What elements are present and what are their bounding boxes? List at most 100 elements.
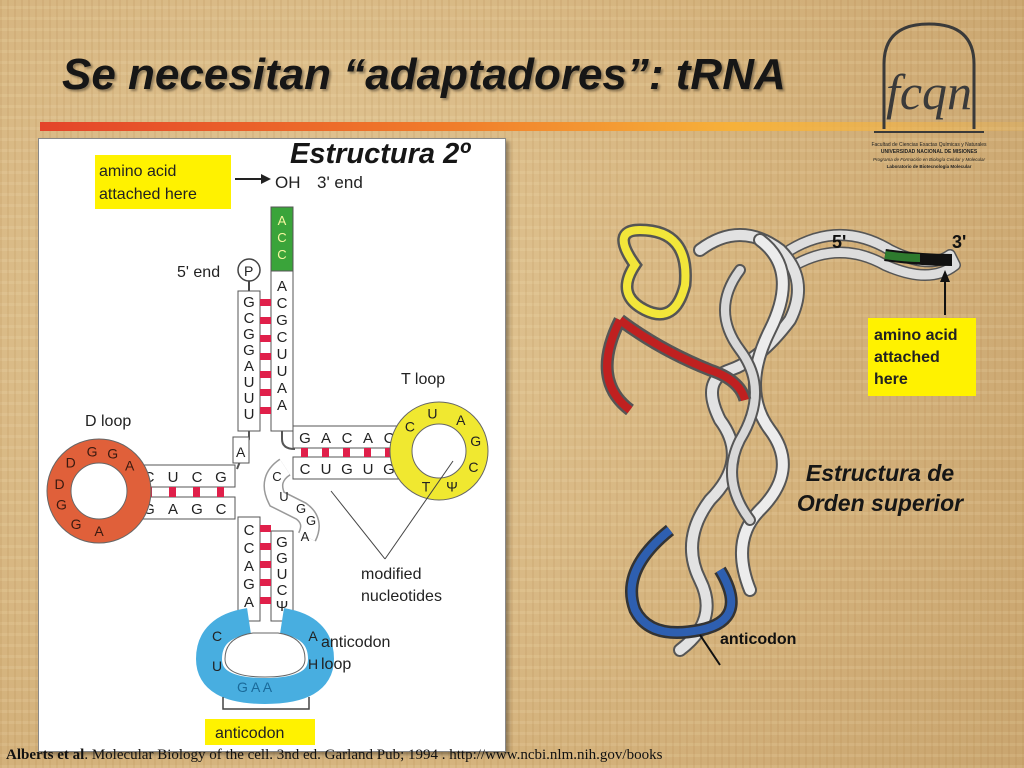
nucleotide: A bbox=[168, 501, 178, 518]
logo-line-1: Facultad de Ciencias Exactas Químicas y … bbox=[871, 142, 987, 148]
nucleotide: G bbox=[306, 513, 316, 528]
base-pair bbox=[322, 448, 329, 457]
nucleotide: Ψ bbox=[446, 479, 458, 495]
nucleotide: U bbox=[279, 489, 288, 504]
nucleotide: U bbox=[321, 461, 332, 478]
nucleotide: C bbox=[277, 247, 286, 262]
ribbon-backbone bbox=[673, 228, 961, 657]
nucleotide: C bbox=[277, 582, 288, 599]
modified-line-right bbox=[384, 460, 454, 560]
nucleotide: U bbox=[277, 346, 288, 363]
nucleotide: A bbox=[321, 430, 331, 447]
nucleotide: T bbox=[422, 479, 431, 495]
secondary-structure-heading: Estructura 2º bbox=[290, 138, 470, 170]
nucleotide: G bbox=[299, 430, 311, 447]
oh-label: OH bbox=[275, 173, 301, 192]
citation: Alberts et al. Molecular Biology of the … bbox=[6, 747, 662, 764]
nucleotide: C bbox=[277, 230, 286, 245]
nucleotide: G bbox=[276, 312, 288, 329]
nucleotide: A bbox=[244, 594, 254, 611]
anticodon-loop-label-line-1: anticodon bbox=[321, 634, 390, 651]
nucleotide: C bbox=[216, 501, 227, 518]
nucleotide: A bbox=[277, 380, 287, 397]
citation-author: Alberts et al bbox=[6, 747, 85, 763]
nucleotide: C bbox=[272, 469, 281, 484]
anticodon-label-box bbox=[205, 719, 315, 745]
base-pair bbox=[260, 543, 271, 550]
higher-order-heading-line-2: Orden superior bbox=[796, 490, 964, 516]
nucleotide: A bbox=[301, 529, 310, 544]
nucleotide: G bbox=[383, 461, 395, 478]
three-prime-end-label: 3' end bbox=[317, 173, 363, 192]
nucleotide: A bbox=[125, 457, 135, 473]
nucleotide: G bbox=[243, 342, 255, 359]
nucleotide: G bbox=[276, 534, 288, 551]
amino-acid-3d-line-3: here bbox=[874, 371, 908, 388]
nucleotide: C bbox=[212, 628, 222, 644]
modified-nucleotides-line-2: nucleotides bbox=[361, 588, 442, 605]
title-underline bbox=[40, 122, 1024, 131]
nucleotide: U bbox=[277, 566, 288, 583]
yellow-loop-segment-fill bbox=[619, 225, 690, 318]
t-stem-base-pairs bbox=[301, 448, 392, 457]
amino-acid-label-line-1: amino acid bbox=[99, 163, 176, 180]
nucleotide: U bbox=[168, 469, 179, 486]
red-segment-fill bbox=[603, 316, 749, 414]
t-arm-connector bbox=[281, 431, 296, 450]
nucleotide: A bbox=[456, 412, 466, 428]
anticodon-bracket bbox=[222, 697, 310, 710]
d-loop-label: D loop bbox=[85, 413, 131, 430]
acceptor-stem-base-pairs bbox=[260, 299, 271, 414]
nucleotide: G bbox=[296, 501, 306, 516]
d-loop-ring-outline-outer bbox=[46, 438, 152, 544]
amino-acid-label-line-2: attached here bbox=[99, 186, 197, 203]
acceptor-tail-nucleotides: ACC bbox=[277, 213, 286, 262]
nucleotide: G bbox=[215, 469, 227, 486]
slide-title: Se necesitan “adaptadores”: tRNA bbox=[62, 50, 786, 99]
amino-acid-3d-line-1: amino acid bbox=[874, 327, 958, 344]
blue-anticodon-segment bbox=[625, 524, 738, 639]
phosphate-label: P bbox=[244, 263, 253, 279]
nucleotide: C bbox=[277, 329, 288, 346]
logo-letters: fcqn bbox=[886, 64, 972, 120]
university-logo: fcqn Facultad de Ciencias Exactas Químic… bbox=[871, 22, 987, 169]
higher-order-heading-line-1: Estructura de bbox=[805, 460, 955, 486]
anticodon-label: anticodon bbox=[215, 725, 284, 742]
nucleotide: A bbox=[308, 628, 318, 644]
nucleotide: C bbox=[384, 430, 395, 447]
five-prime-label: 5' bbox=[832, 232, 846, 252]
t-loop-ring-outline-inner bbox=[411, 423, 467, 479]
nucleotide: G bbox=[191, 501, 203, 518]
d-connector-box bbox=[232, 436, 250, 464]
nucleotide: U bbox=[244, 406, 255, 423]
nucleotide: H bbox=[308, 656, 318, 672]
nucleotide: C bbox=[244, 540, 255, 557]
amino-acid-3d-label-box bbox=[868, 318, 976, 396]
anticodon-loop-label-line-2: loop bbox=[321, 656, 351, 673]
nucleotide: A bbox=[277, 278, 287, 295]
d-connector-nucleotide: A bbox=[236, 444, 246, 460]
base-pair bbox=[260, 335, 271, 342]
nucleotide: D bbox=[55, 476, 65, 492]
nucleotide: G bbox=[470, 433, 481, 449]
logo-line-3: Programa de Formación en Biología Celula… bbox=[873, 157, 986, 162]
base-pair bbox=[260, 561, 271, 568]
anticodon-marker-line bbox=[699, 634, 721, 666]
three-prime-label: 3' bbox=[952, 232, 966, 252]
nucleotide: C bbox=[192, 469, 203, 486]
base-pair bbox=[260, 353, 271, 360]
nucleotide: A bbox=[244, 558, 254, 575]
base-pair bbox=[260, 597, 271, 604]
nucleotide: C bbox=[244, 522, 255, 539]
nucleotide: C bbox=[244, 310, 255, 327]
base-pair bbox=[260, 317, 271, 324]
nucleotide: U bbox=[277, 363, 288, 380]
nucleotide: G bbox=[341, 461, 353, 478]
anticodon-loop-inner bbox=[224, 632, 306, 678]
nucleotide: A bbox=[244, 358, 254, 375]
